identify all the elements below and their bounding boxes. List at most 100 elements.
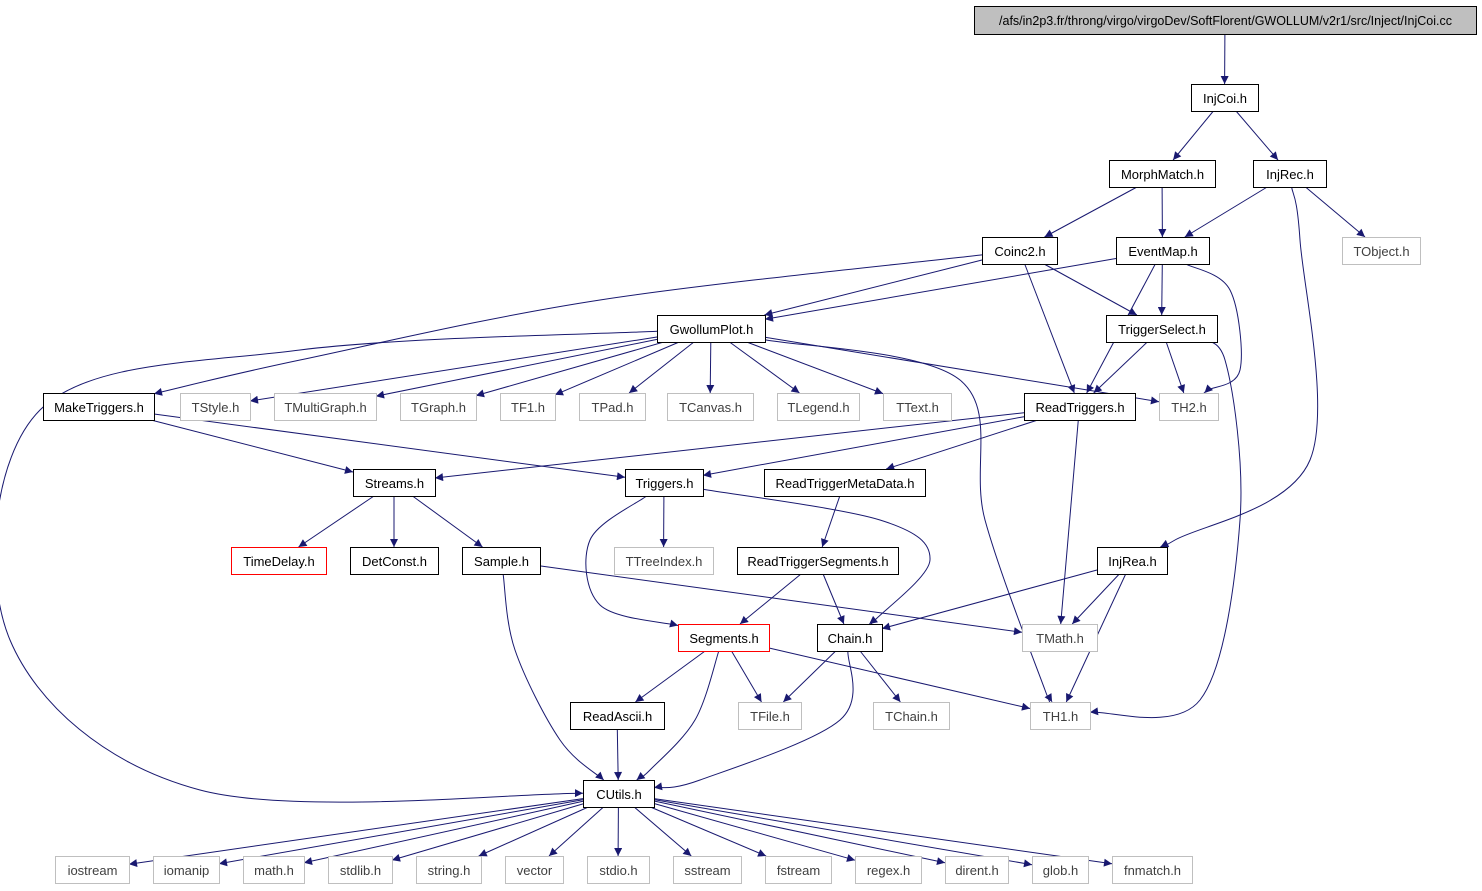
node-eventmap[interactable]: EventMap.h [1116, 237, 1210, 265]
node-box-sstream [673, 856, 742, 884]
node-label-eventmap: EventMap.h [1128, 244, 1197, 259]
node-label-vector: vector [517, 863, 553, 878]
node-label-triggerselect: TriggerSelect.h [1118, 322, 1206, 337]
node-label-sample: Sample.h [474, 554, 529, 569]
node-label-tpad: TPad.h [592, 400, 634, 415]
node-label-th1: TH1.h [1043, 709, 1078, 724]
node-readtriggermetadata[interactable]: ReadTriggerMetaData.h [764, 469, 926, 497]
node-label-tfile: TFile.h [750, 709, 790, 724]
node-ttext: TText.h [883, 393, 952, 421]
node-box-streams [353, 469, 436, 497]
node-triggers[interactable]: Triggers.h [625, 469, 704, 497]
edge-chain-to-tfile [782, 650, 837, 703]
node-gwollumplot[interactable]: GwollumPlot.h [657, 315, 766, 343]
edge-cutils-to-sstream [633, 806, 692, 857]
node-label-injrea: InjRea.h [1108, 554, 1156, 569]
node-box-injrec [1253, 160, 1327, 188]
edge-cutils-to-stdlib [391, 803, 584, 862]
node-streams[interactable]: Streams.h [353, 469, 436, 497]
node-label-timedelay: TimeDelay.h [243, 554, 315, 569]
edge-triggers-to-segments [585, 495, 679, 628]
node-label-string: string.h [428, 863, 471, 878]
node-box-stdio [587, 856, 650, 884]
node-timedelay[interactable]: TimeDelay.h [231, 547, 327, 575]
node-fstream: fstream [765, 856, 832, 884]
edge-gwollumplot-to-tmultigraph [375, 338, 658, 399]
edge-gwollumplot-to-cutils [0, 330, 658, 803]
node-label-coinc2: Coinc2.h [994, 244, 1045, 259]
node-label-cutils: CUtils.h [596, 787, 642, 802]
edge-cutils-to-math [303, 800, 584, 865]
node-label-root: /afs/in2p3.fr/throng/virgo/virgoDev/Soft… [999, 14, 1452, 28]
node-label-iostream: iostream [68, 863, 118, 878]
node-maketriggers[interactable]: MakeTriggers.h [43, 393, 155, 421]
node-stdio: stdio.h [587, 856, 650, 884]
node-box-ttext [883, 393, 952, 421]
node-detconst[interactable]: DetConst.h [350, 547, 439, 575]
edge-triggerselect-to-th2 [1165, 341, 1185, 394]
node-morphmatch[interactable]: MorphMatch.h [1109, 160, 1216, 188]
node-box-tcanvas [667, 393, 754, 421]
node-readascii[interactable]: ReadAscii.h [570, 702, 665, 730]
node-chain[interactable]: Chain.h [817, 624, 883, 652]
node-box-tgraph [400, 393, 477, 421]
edge-gwollumplot-to-tgraph [475, 341, 664, 398]
edge-coinc2-to-triggerselect [1043, 263, 1138, 316]
node-th1: TH1.h [1030, 702, 1091, 730]
edge-gwollumplot-to-th2 [764, 336, 1160, 405]
node-coinc2[interactable]: Coinc2.h [982, 237, 1058, 265]
node-label-regex: regex.h [867, 863, 910, 878]
node-iostream: iostream [55, 856, 130, 884]
node-ttreeindex: TTreeIndex.h [614, 547, 714, 575]
edge-morphmatch-to-coinc2 [1044, 186, 1138, 238]
node-label-morphmatch: MorphMatch.h [1121, 167, 1204, 182]
node-label-readtriggermetadata: ReadTriggerMetaData.h [776, 476, 915, 491]
node-box-triggers [625, 469, 704, 497]
node-label-sstream: sstream [684, 863, 730, 878]
node-box-cutils [583, 780, 655, 808]
node-triggerselect[interactable]: TriggerSelect.h [1106, 315, 1218, 343]
node-readtriggers[interactable]: ReadTriggers.h [1024, 393, 1136, 421]
node-label-readtriggersegments: ReadTriggerSegments.h [747, 554, 888, 569]
node-label-streams: Streams.h [365, 476, 424, 491]
node-label-stdio: stdio.h [599, 863, 637, 878]
edge-coinc2-to-gwollumplot [764, 259, 983, 317]
node-label-glob: glob.h [1043, 863, 1078, 878]
node-label-ttreeindex: TTreeIndex.h [626, 554, 703, 569]
node-label-maketriggers: MakeTriggers.h [54, 400, 144, 415]
node-segments[interactable]: Segments.h [678, 624, 770, 652]
node-label-tmultigraph: TMultiGraph.h [284, 400, 366, 415]
edge-gwollumplot-to-tf1 [554, 341, 680, 396]
edge-injrec-to-eventmap [1184, 186, 1268, 238]
node-cutils[interactable]: CUtils.h [583, 780, 655, 808]
node-box-glob [1032, 856, 1089, 884]
node-sample[interactable]: Sample.h [462, 547, 541, 575]
node-injcoi[interactable]: InjCoi.h [1191, 84, 1259, 112]
node-label-chain: Chain.h [828, 631, 873, 646]
node-injrea[interactable]: InjRea.h [1097, 547, 1168, 575]
node-box-math [243, 856, 305, 884]
edge-readtriggers-to-streams [434, 412, 1025, 482]
node-box-tlegend [777, 393, 860, 421]
node-box-detconst [350, 547, 439, 575]
node-readtriggersegments[interactable]: ReadTriggerSegments.h [737, 547, 899, 575]
node-box-ttreeindex [614, 547, 714, 575]
node-tstyle: TStyle.h [180, 393, 251, 421]
edge-cutils-to-regex [653, 803, 856, 862]
node-box-regex [855, 856, 922, 884]
node-sstream: sstream [673, 856, 742, 884]
edge-eventmap-to-triggerselect [1157, 263, 1166, 316]
node-dirent: dirent.h [945, 856, 1009, 884]
node-box-injrea [1097, 547, 1168, 575]
node-box-readtriggersegments [737, 547, 899, 575]
edge-injrea-to-chain [881, 569, 1098, 631]
node-label-th2: TH2.h [1171, 400, 1206, 415]
node-label-tgraph: TGraph.h [411, 400, 466, 415]
edge-readtriggermetadata-to-readtriggersegments [821, 495, 841, 548]
node-label-injcoi: InjCoi.h [1203, 91, 1247, 106]
node-injrec[interactable]: InjRec.h [1253, 160, 1327, 188]
node-box-tmath [1022, 624, 1098, 652]
node-label-tobject: TObject.h [1353, 244, 1409, 259]
node-box-gwollumplot [657, 315, 766, 343]
node-box-th1 [1030, 702, 1091, 730]
